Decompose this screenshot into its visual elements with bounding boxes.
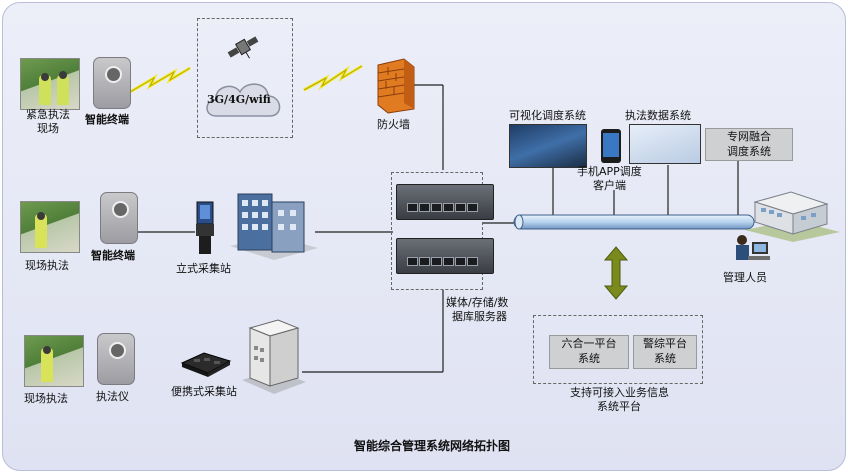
firewall-label: 防火墙 — [377, 118, 410, 131]
scene-label: 现场执法 — [25, 259, 69, 272]
media-server-icon — [396, 184, 494, 220]
storage-server-icon — [396, 238, 494, 274]
server-cabinet-icon — [242, 319, 306, 394]
wireless-signal-icon — [303, 64, 363, 92]
mobile-app-label: 客户端 — [593, 179, 626, 192]
manager-icon — [736, 235, 770, 260]
firewall-icon — [377, 58, 415, 114]
platform-label: 系统 — [578, 352, 600, 365]
mobile-app-label: 手机APP调度 — [577, 165, 642, 178]
scene-label: 紧急执法 — [26, 108, 70, 121]
private-network-label: 专网融合 — [727, 130, 771, 143]
smart-terminal-icon — [93, 57, 131, 109]
platform-caption: 支持可接入业务信息 — [570, 386, 669, 399]
visual-dispatch-label: 可视化调度系统 — [509, 109, 586, 122]
scene-label: 现场 — [37, 122, 59, 135]
device-label: 执法仪 — [96, 390, 129, 403]
mobile-phone-icon — [601, 129, 621, 163]
platform-label: 六合一平台 — [561, 337, 617, 350]
field-enforcement-photo — [20, 201, 80, 253]
private-network-box: 专网融合 调度系统 — [705, 128, 793, 161]
law-enforcement-recorder-icon — [97, 333, 135, 385]
station-label: 便携式采集站 — [171, 385, 237, 398]
emergency-scene-photo — [20, 58, 80, 110]
building-icon — [230, 193, 318, 260]
manager-label: 管理人员 — [723, 271, 767, 284]
portable-station-icon — [180, 352, 232, 377]
cloud-icon — [206, 83, 281, 117]
station-label: 立式采集站 — [176, 262, 231, 275]
server-label: 媒体/存储/数 — [446, 296, 509, 309]
server-label: 据库服务器 — [452, 310, 507, 323]
platform-box-police: 警综平台 系统 — [633, 335, 697, 369]
platform-caption: 系统平台 — [597, 400, 641, 413]
wireless-zone — [197, 18, 293, 138]
network-label: 3G/4G/wifi — [207, 93, 271, 106]
platform-label: 警综平台 — [643, 337, 687, 350]
platform-zone — [533, 315, 703, 384]
terminal-label: 智能终端 — [85, 113, 129, 126]
enforcement-data-label: 执法数据系统 — [625, 109, 691, 122]
visual-dispatch-screen — [509, 124, 587, 168]
kiosk-icon — [196, 201, 214, 254]
satellite-icon — [227, 36, 259, 59]
enforcement-data-screen — [629, 124, 701, 164]
bidirectional-arrow-icon — [604, 246, 628, 300]
wireless-signal-icon — [129, 66, 191, 94]
network-backbone — [513, 214, 755, 230]
scene-label: 现场执法 — [24, 392, 68, 405]
server-zone — [391, 172, 483, 290]
field-enforcement-photo — [24, 335, 84, 387]
smart-terminal-icon — [100, 192, 138, 244]
terminal-label: 智能终端 — [91, 249, 135, 262]
private-network-label: 调度系统 — [727, 145, 771, 158]
platform-label: 系统 — [654, 352, 676, 365]
office-building-icon — [745, 191, 840, 242]
diagram-title: 智能综合管理系统网络拓扑图 — [354, 439, 511, 453]
platform-box-six-in-one: 六合一平台 系统 — [549, 335, 629, 369]
